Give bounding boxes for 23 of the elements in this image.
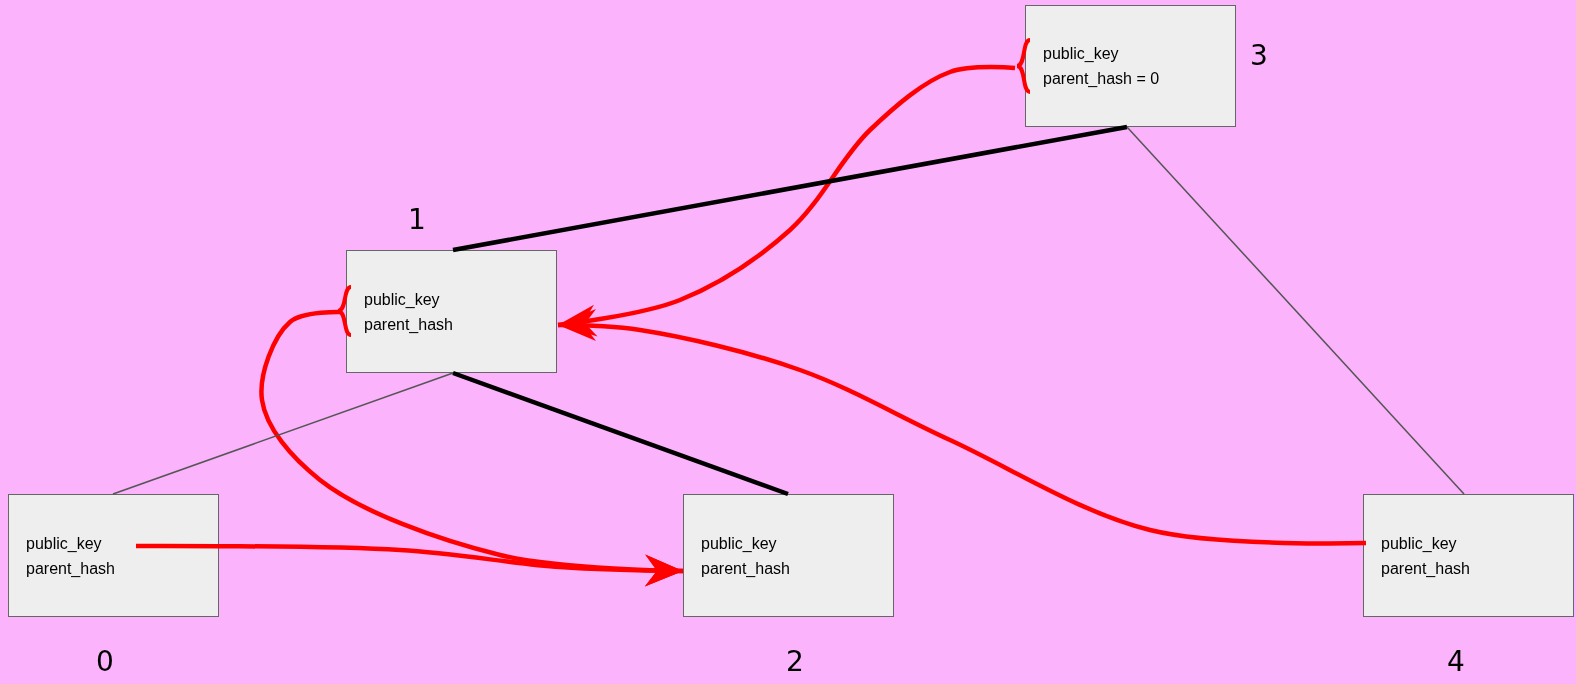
node-number: 4 — [1447, 648, 1465, 676]
field-text: public_key — [701, 533, 778, 554]
record-box — [346, 250, 557, 373]
arrow — [259, 309, 684, 587]
node-number: 2 — [786, 648, 804, 676]
field-text: parent_hash — [1381, 558, 1471, 579]
node-number: 3 — [1250, 42, 1268, 70]
arrow — [557, 64, 1016, 337]
field-text: parent_hash — [701, 558, 791, 579]
node-number: 0 — [96, 648, 114, 676]
record-box — [683, 494, 894, 617]
field-text: parent_hash — [364, 314, 454, 335]
field-text: parent_hash = 0 — [1043, 69, 1161, 89]
record-box — [1025, 5, 1236, 127]
field-text: parent_hash — [26, 558, 116, 579]
arrow — [557, 309, 1367, 546]
record-box — [8, 494, 219, 617]
record-box — [1363, 494, 1574, 617]
field-text: public_key — [1043, 44, 1120, 64]
field-text: public_key — [1381, 533, 1458, 554]
node-number: 1 — [408, 206, 426, 234]
field-text: public_key — [364, 289, 441, 310]
field-text: public_key — [26, 533, 103, 554]
